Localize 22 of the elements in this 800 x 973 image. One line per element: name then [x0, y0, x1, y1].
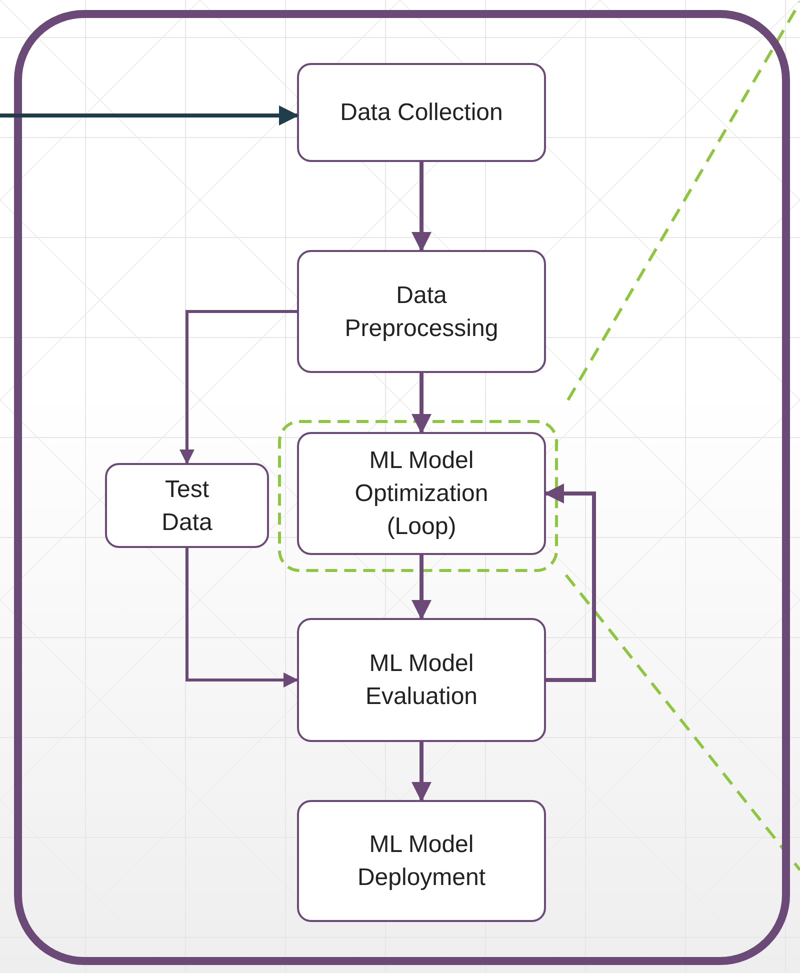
- box-label: ML Model Optimization (Loop): [354, 446, 490, 542]
- container-frame: [14, 10, 790, 965]
- arrow: [412, 162, 432, 252]
- arrow: [186, 548, 298, 688]
- box-label: Data Preprocessing: [344, 280, 500, 344]
- arrow: [544, 484, 596, 682]
- process-box: [297, 618, 546, 742]
- arrow: [412, 555, 432, 620]
- box-label: ML Model Evaluation: [364, 649, 479, 712]
- process-box: [297, 250, 546, 373]
- process-box: [297, 800, 546, 922]
- arrow: [412, 373, 432, 434]
- arrow: [412, 742, 432, 802]
- process-box: [297, 63, 546, 162]
- box-label: ML Model Deployment: [356, 830, 487, 893]
- box-label: Test Data: [160, 474, 214, 538]
- arrow: [180, 310, 297, 464]
- highlight-group-box: [278, 420, 558, 572]
- box-label: Data Collection: [339, 98, 504, 128]
- process-box: [297, 432, 546, 555]
- arrow: [0, 105, 299, 126]
- data-box: [105, 463, 269, 548]
